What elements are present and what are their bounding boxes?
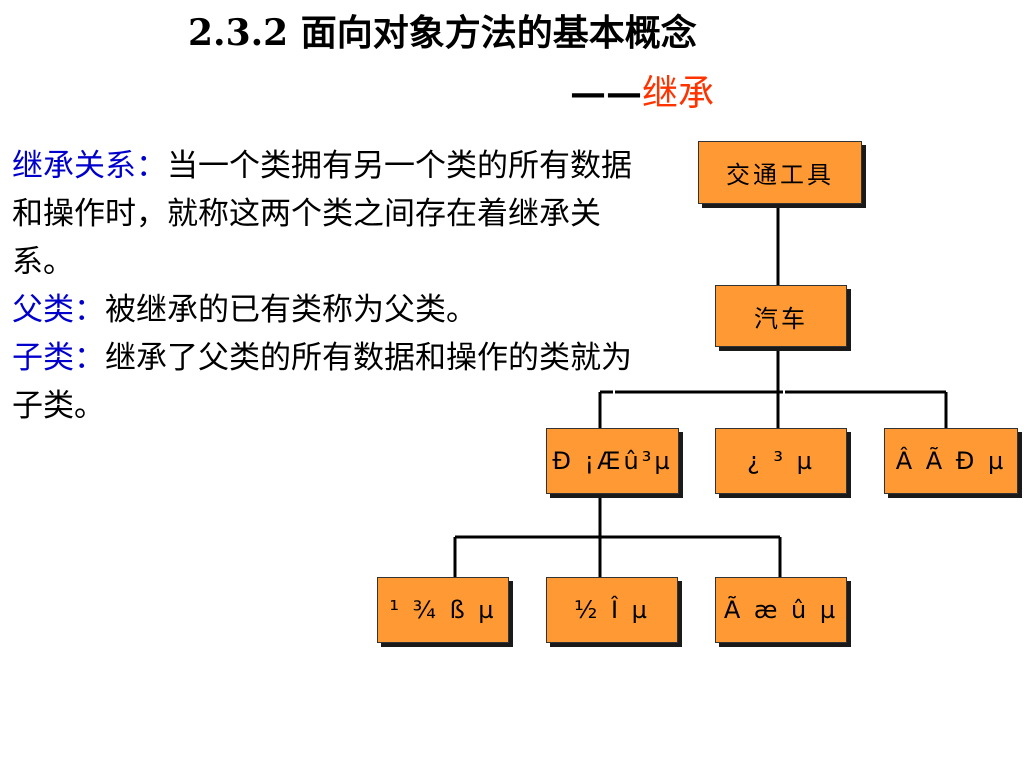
subtitle-term: 继承 <box>642 73 715 114</box>
tree-node-root: 交通工具 <box>698 141 862 204</box>
tree-node-level1: 汽车 <box>715 285 847 347</box>
definition-text: 当一个类拥有另一个类的所有数据和操作时，就称这两个类之间存在着继承关系。 <box>12 148 632 280</box>
definitions-block: 继承关系：当一个类拥有另一个类的所有数据和操作时，就称这两个类之间存在着继承关系… <box>12 142 652 430</box>
definition-term: 父类： <box>12 292 105 328</box>
tree-node-level2: ¿ ³ µ <box>715 428 847 494</box>
definition-parent-class: 父类：被继承的已有类称为父类。 <box>12 286 652 334</box>
definition-text: 继承了父类的所有数据和操作的类就为子类。 <box>12 340 632 424</box>
subtitle-dash: —— <box>570 72 642 114</box>
definition-text: 被继承的已有类称为父类。 <box>105 292 477 328</box>
tree-node-level2: Ð ¡Æû³µ <box>546 428 679 494</box>
tree-node-level3: Ã æ û µ <box>715 577 847 643</box>
slide-title: 2.3.2 面向对象方法的基本概念 <box>188 12 697 54</box>
definition-child-class: 子类：继承了父类的所有数据和操作的类就为子类。 <box>12 334 652 430</box>
tree-node-level3: ½ Î µ <box>546 577 678 643</box>
definition-inheritance: 继承关系：当一个类拥有另一个类的所有数据和操作时，就称这两个类之间存在着继承关系… <box>12 142 652 286</box>
definition-term: 子类： <box>12 340 105 376</box>
slide-subtitle: ——继承 <box>570 68 714 119</box>
tree-node-level3: ¹ ¾ ß µ <box>377 577 509 643</box>
definition-term: 继承关系： <box>12 148 167 184</box>
tree-node-level2: Â Ã Ð µ <box>884 428 1018 494</box>
